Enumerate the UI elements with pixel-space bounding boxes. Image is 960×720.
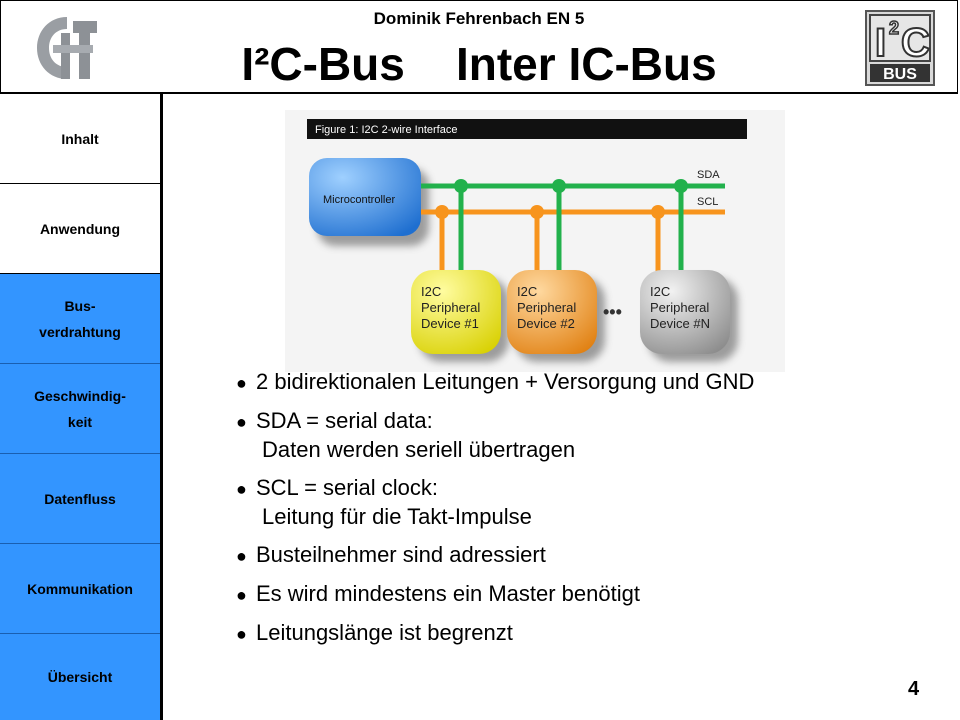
nav-label: Übersicht bbox=[47, 669, 113, 685]
bullet-icon: ● bbox=[236, 624, 247, 644]
bullet-text: Es wird mindestens ein Master benötigt bbox=[256, 581, 640, 606]
nav-item-busverdrahtung[interactable]: Bus-verdrahtung bbox=[0, 274, 160, 364]
device-2-label: I2C Peripheral Device #2 bbox=[517, 284, 580, 331]
nav-label: Inhalt bbox=[61, 130, 99, 147]
bullet-subtext: Leitung für die Takt-Impulse bbox=[262, 504, 532, 529]
bullet-text: SDA = serial data: bbox=[256, 408, 433, 433]
bullet-item: ● Busteilnehmer sind adressiert bbox=[236, 541, 916, 570]
bullet-icon: ● bbox=[236, 546, 247, 566]
sidebar-nav: Inhalt Anwendung Bus-verdrahtung Geschwi… bbox=[0, 94, 163, 720]
i2c-bus-logo: I 2 C BUS bbox=[865, 10, 935, 86]
bullet-item: ● Leitungslänge ist begrenzt bbox=[236, 619, 916, 648]
device-n-label: I2C Peripheral Device #N bbox=[650, 284, 713, 331]
nav-item-uebersicht[interactable]: Übersicht bbox=[0, 634, 160, 720]
bullet-text: SCL = serial clock: bbox=[256, 475, 438, 500]
logo-i: I bbox=[875, 21, 886, 65]
scl-label: SCL bbox=[697, 196, 718, 208]
nav-label: Kommunikation bbox=[27, 580, 133, 597]
bullet-item: ● SDA = serial data: Daten werden seriell… bbox=[236, 407, 916, 464]
bullet-text: 2 bidirektionalen Leitungen + Versorgung… bbox=[256, 369, 755, 394]
logo-sup: 2 bbox=[889, 18, 899, 38]
figure-caption: Figure 1: I2C 2-wire Interface bbox=[315, 124, 457, 136]
slide-title: I²C-Bus Inter IC-Bus bbox=[241, 38, 717, 90]
bullet-text: Leitungslänge ist begrenzt bbox=[256, 620, 513, 645]
slide-header: Dominik Fehrenbach EN 5 I²C-Bus Inter IC… bbox=[0, 0, 958, 94]
bullet-list: ● 2 bidirektionalen Leitungen + Versorgun… bbox=[236, 368, 916, 658]
bullet-icon: ● bbox=[236, 373, 247, 393]
bullet-item: ● 2 bidirektionalen Leitungen + Versorgun… bbox=[236, 368, 916, 397]
nav-label: Anwendung bbox=[39, 220, 121, 237]
bullet-icon: ● bbox=[236, 585, 247, 605]
bullet-item: ● Es wird mindestens ein Master benötigt bbox=[236, 580, 916, 609]
logo-bus: BUS bbox=[883, 66, 917, 83]
bullet-subtext: Daten werden seriell übertragen bbox=[262, 437, 576, 462]
university-logo bbox=[37, 17, 97, 79]
nav-item-geschwindigkeit[interactable]: Geschwindig-keit bbox=[0, 364, 160, 454]
nav-item-anwendung[interactable]: Anwendung bbox=[0, 184, 160, 274]
nav-item-datenfluss[interactable]: Datenfluss bbox=[0, 454, 160, 544]
nav-item-kommunikation[interactable]: Kommunikation bbox=[0, 544, 160, 634]
device-1-label: I2C Peripheral Device #1 bbox=[421, 284, 484, 331]
nav-label: Geschwindig- bbox=[34, 387, 126, 404]
bullet-icon: ● bbox=[236, 412, 247, 432]
nav-label-line2: verdrahtung bbox=[39, 323, 121, 340]
bullet-text: Busteilnehmer sind adressiert bbox=[256, 542, 546, 567]
nav-label: Datenfluss bbox=[44, 490, 116, 507]
bullet-item: ● SCL = serial clock: Leitung für die Tak… bbox=[236, 474, 916, 531]
nav-label-line2: keit bbox=[67, 413, 93, 430]
nav-item-inhalt[interactable]: Inhalt bbox=[0, 94, 160, 184]
nav-label: Bus- bbox=[64, 297, 96, 314]
logo-c: C bbox=[901, 21, 930, 65]
sda-label: SDA bbox=[697, 169, 720, 181]
page-number: 4 bbox=[908, 678, 920, 700]
microcontroller-label: Microcontroller bbox=[323, 194, 395, 206]
ellipsis-dots: ••• bbox=[603, 302, 622, 322]
i2c-wire-diagram: Figure 1: I2C 2-wire Interface SDA SCL M… bbox=[285, 110, 785, 372]
author-line: Dominik Fehrenbach EN 5 bbox=[373, 9, 585, 28]
bullet-icon: ● bbox=[236, 479, 247, 499]
